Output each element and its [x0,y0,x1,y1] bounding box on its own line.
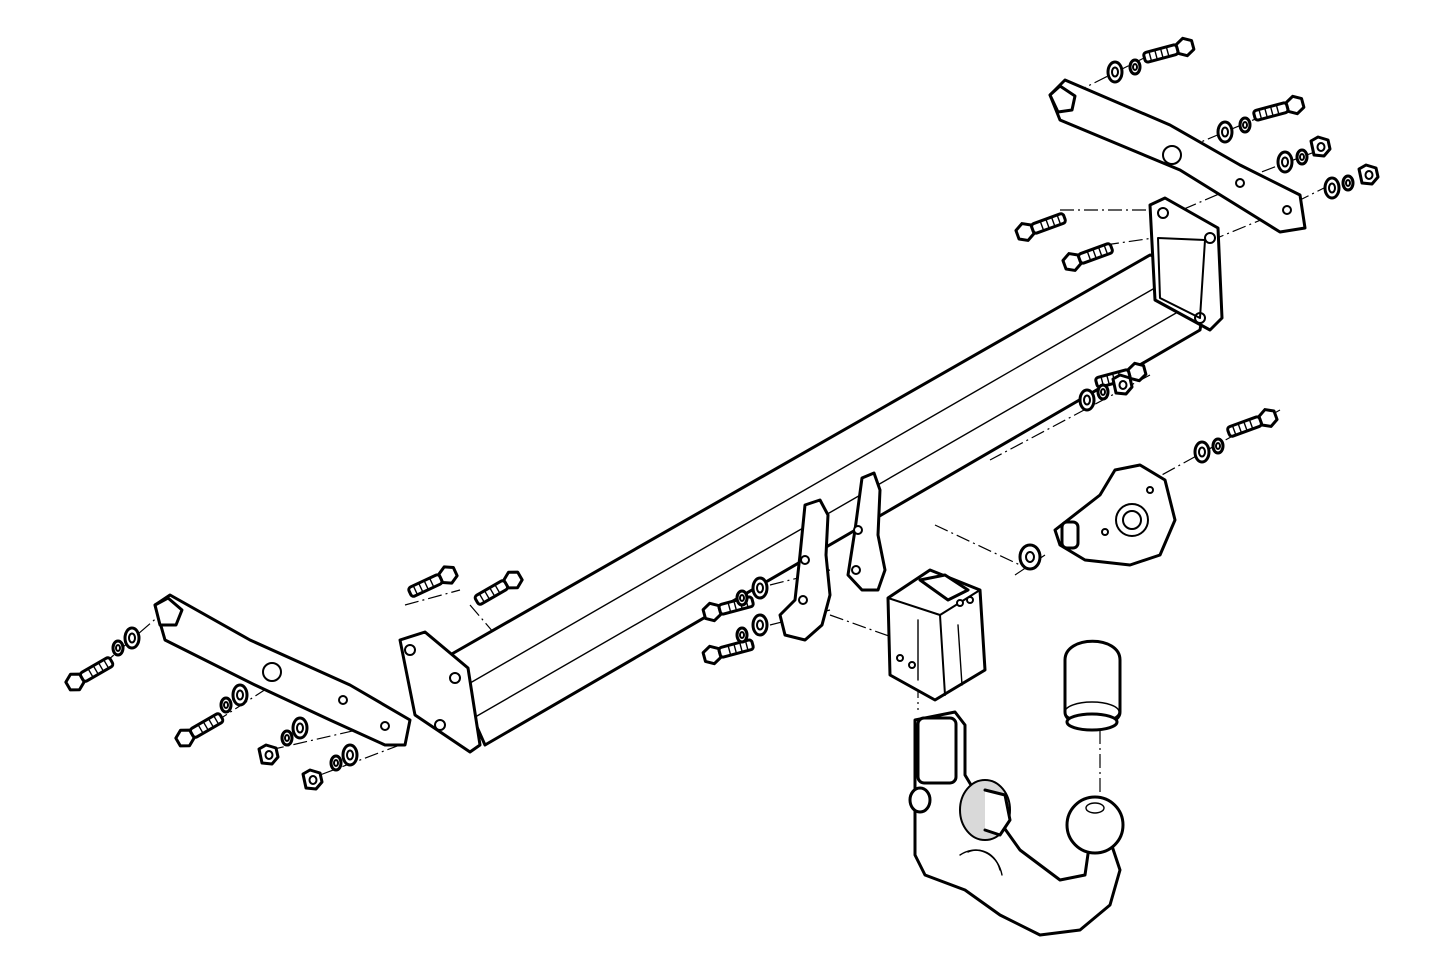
tow-ball-cover-cap [1063,639,1122,732]
ball-mount-receiver [886,568,987,702]
right-bracket-arm [1048,78,1307,234]
electrical-socket-plate [1018,463,1177,571]
left-bracket-arm [153,593,412,747]
center-mounting-plates [778,471,887,642]
right-flange-plate [1148,196,1224,332]
detachable-tow-ball-neck [908,710,1125,937]
left-flange-plate [398,630,482,754]
